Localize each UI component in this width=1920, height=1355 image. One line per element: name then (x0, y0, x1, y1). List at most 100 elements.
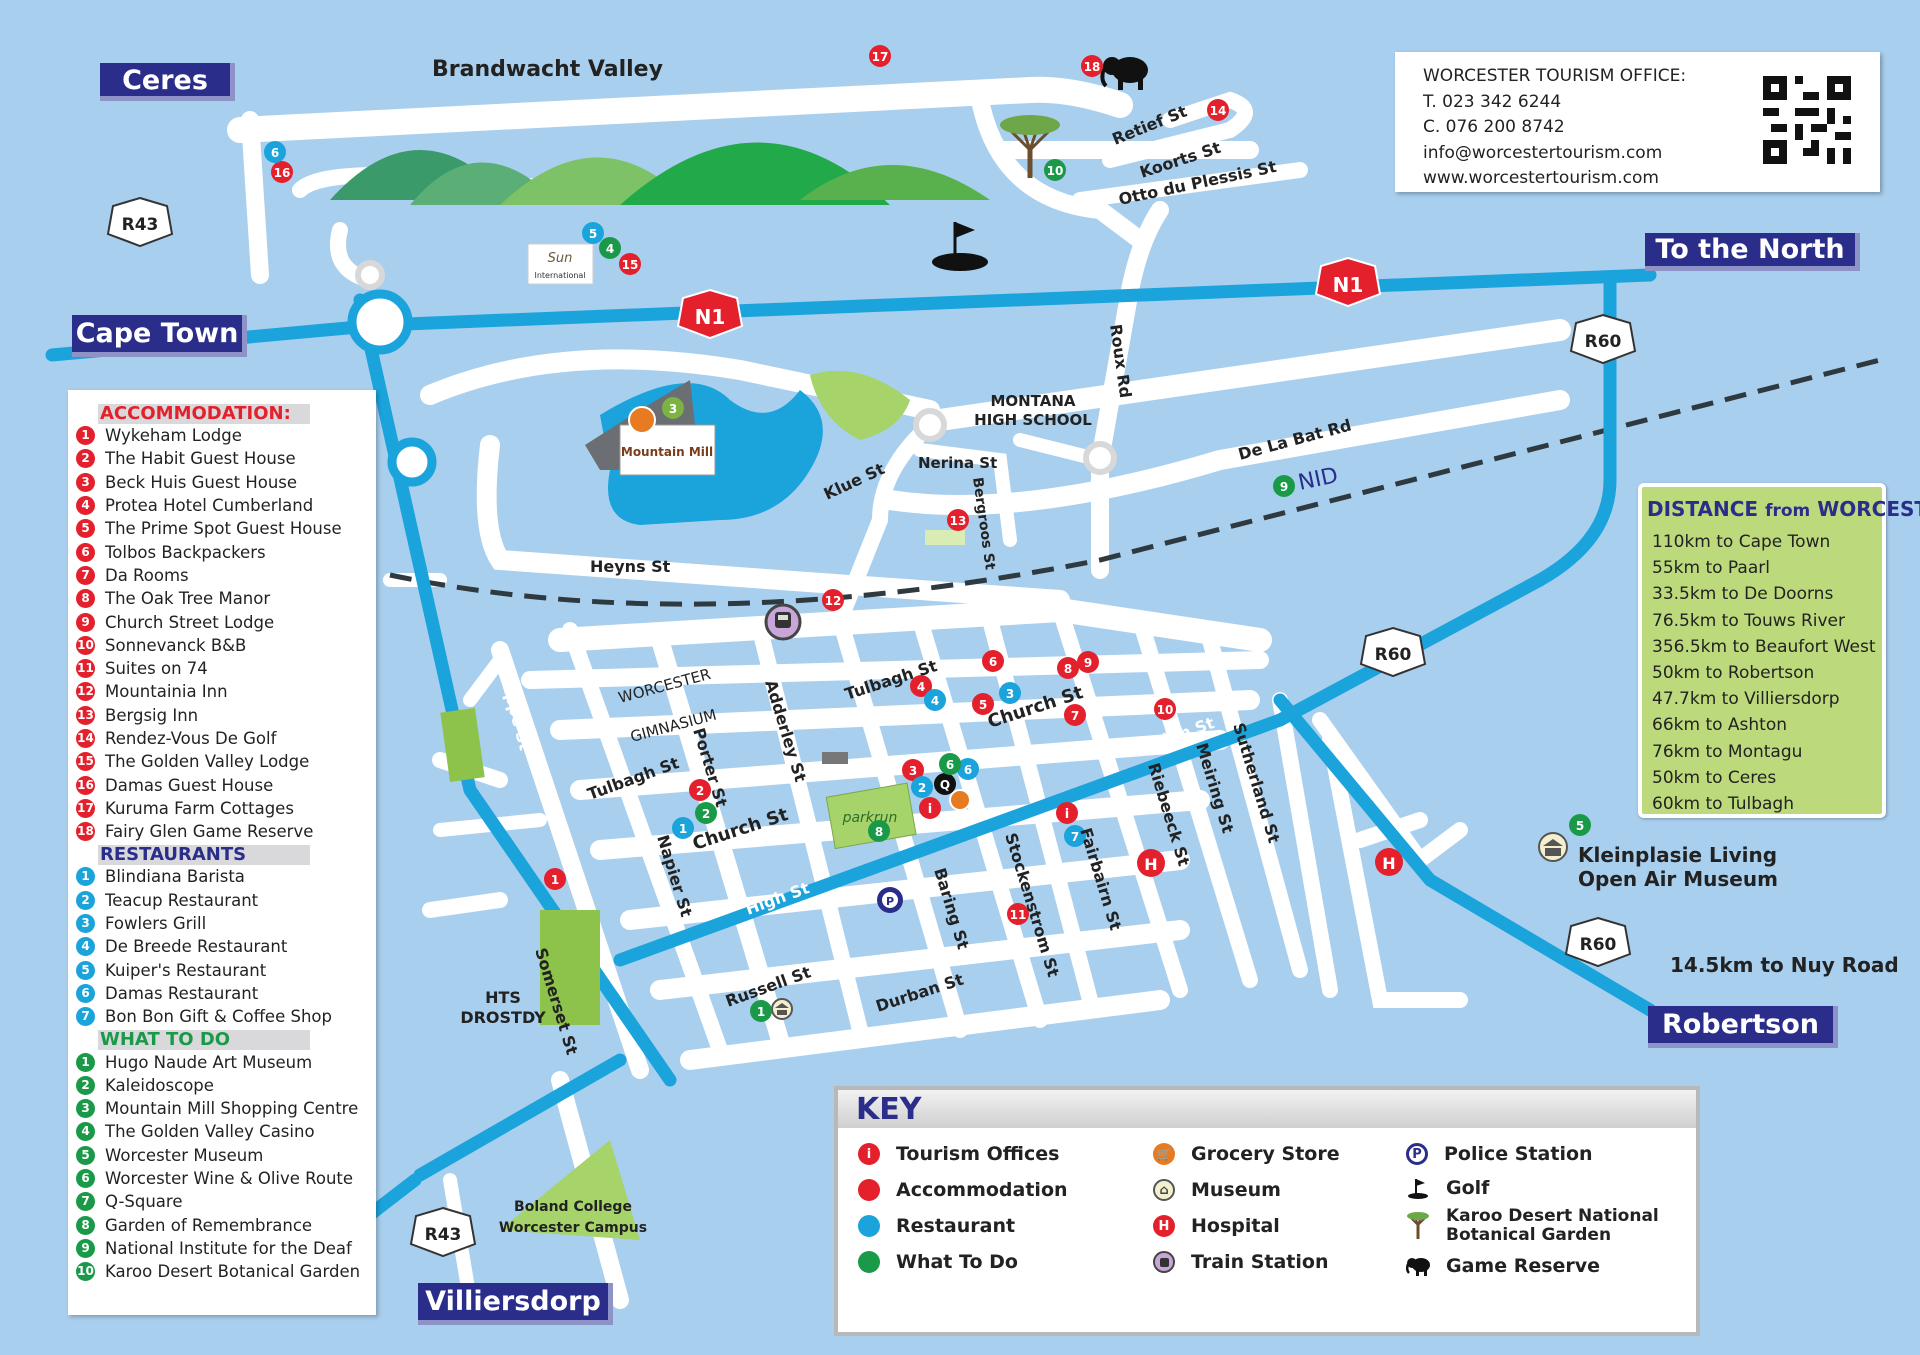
key-label: Police Station (1444, 1143, 1593, 1165)
sun-logo-subtext: International (534, 271, 585, 280)
legend-number-badge: 9 (76, 1238, 95, 1258)
svg-text:DROSTDY: DROSTDY (460, 1008, 546, 1027)
contact-email[interactable]: info@worcestertourism.com (1423, 142, 1663, 163)
roundabout (387, 437, 437, 487)
museum-icon: ⌂ (1153, 1179, 1175, 1201)
mountain-mill-logo (619, 424, 716, 476)
distance-item: 50km to Ceres (1652, 767, 1777, 788)
legend-item-label: Rendez-Vous De Golf (105, 729, 277, 748)
railway-line (389, 357, 1881, 607)
route-shields: R43 R43 N1 N1 R60 R60 R60 (106, 196, 1637, 1258)
legend-number-badge: 6 (76, 983, 95, 1003)
building (822, 752, 848, 764)
legend-item-label: Kuruma Farm Cottages (105, 798, 294, 818)
golf-flag-icon (1408, 1179, 1428, 1199)
svg-text:R43: R43 (425, 1225, 462, 1245)
legend-item-label: Tolbos Backpackers (105, 542, 266, 562)
svg-text:6: 6 (271, 146, 279, 160)
svg-text:R60: R60 (1585, 332, 1622, 352)
svg-text:Bergroos St: Bergroos St (969, 476, 998, 571)
legend-item-label: Da Rooms (105, 565, 189, 585)
key-label: Train Station (1191, 1251, 1329, 1273)
legend-number-badge: 6 (76, 542, 95, 562)
legend-number-badge: 5 (76, 960, 95, 980)
svg-text:4: 4 (606, 242, 614, 256)
svg-text:3: 3 (1006, 687, 1014, 701)
legend-item-label: Mountainia Inn (105, 682, 228, 702)
legend-item-label: The Prime Spot Guest House (105, 519, 342, 539)
svg-text:MONTANA: MONTANA (990, 392, 1075, 410)
svg-text:17: 17 (872, 50, 889, 64)
legend-number-badge: 7 (76, 1192, 95, 1212)
svg-text:1: 1 (551, 873, 559, 887)
svg-text:i: i (1065, 807, 1069, 822)
svg-text:10: 10 (1047, 164, 1064, 178)
roundabout-small-2 (1083, 441, 1117, 475)
legend-item-label: Suites on 74 (105, 659, 208, 679)
svg-text:2: 2 (918, 781, 926, 795)
legend-item-label: Fowlers Grill (105, 914, 207, 934)
legend-item-label: Worcester Museum (105, 1145, 264, 1165)
legend-item-label: Hugo Naude Art Museum (105, 1052, 313, 1072)
svg-text:R60: R60 (1580, 935, 1617, 955)
accommodation-dot-icon (858, 1179, 880, 1201)
legend-item-label: Worcester Wine & Olive Route (105, 1169, 354, 1189)
svg-text:H: H (1144, 855, 1157, 874)
key-title: KEY (856, 1092, 922, 1127)
contact-heading: WORCESTER TOURISM OFFICE: (1423, 66, 1687, 86)
legend-item-label: Damas Restaurant (105, 983, 259, 1003)
distance-item: 356.5km to Beaufort West (1652, 636, 1876, 657)
svg-text:Heyns St: Heyns St (590, 557, 671, 576)
svg-text:14.5km to Nuy Road: 14.5km to Nuy Road (1670, 953, 1899, 977)
legend-item-label: The Golden Valley Lodge (105, 752, 310, 772)
legend-number-badge: 3 (76, 1099, 95, 1119)
legend-item-label: Damas Guest House (105, 775, 274, 795)
legend-number-badge: 2 (76, 1075, 95, 1095)
what-to-do-dot-icon (858, 1251, 880, 1273)
contact-website[interactable]: www.worcestertourism.com (1423, 168, 1659, 188)
key-label: Grocery Store (1191, 1143, 1340, 1165)
svg-text:NID: NID (1296, 463, 1340, 496)
key-label: Karoo Desert National (1446, 1206, 1659, 1226)
legend-number-badge: 6 (76, 1169, 95, 1189)
roundabout-small-1 (913, 408, 947, 442)
key-accommodation: Accommodation (858, 1179, 1068, 1201)
legend-number-badge: 8 (76, 1215, 95, 1235)
key-label: Accommodation (896, 1179, 1068, 1201)
police-marker: P (877, 887, 903, 913)
destination-to-the-north: To the North (1645, 233, 1860, 271)
svg-text:1: 1 (757, 1005, 765, 1019)
key-train-station: Train Station (1153, 1251, 1328, 1273)
legend-number-badge: 14 (76, 729, 95, 748)
legend-number-badge: 3 (76, 472, 95, 492)
hospital-icon: H (1153, 1215, 1175, 1237)
train-icon (1153, 1251, 1175, 1273)
distance-item: 55km to Paarl (1652, 558, 1770, 579)
distance-title: DISTANCE from WORCESTER (1647, 497, 1920, 521)
restaurants-heading: RESTAURANTS (98, 845, 310, 866)
distance-item: 47.7km to Villiersdorp (1652, 689, 1840, 710)
distance-panel: DISTANCE from WORCESTER 110km to Cape To… (1638, 483, 1920, 818)
svg-text:Boland College: Boland College (514, 1199, 632, 1215)
key-restaurant: Restaurant (858, 1215, 1015, 1237)
contact-cell: C. 076 200 8742 (1423, 117, 1565, 137)
grocery-icon-mill (628, 406, 656, 434)
key-what-to-do: What To Do (858, 1251, 1018, 1273)
svg-text:3: 3 (909, 764, 917, 778)
